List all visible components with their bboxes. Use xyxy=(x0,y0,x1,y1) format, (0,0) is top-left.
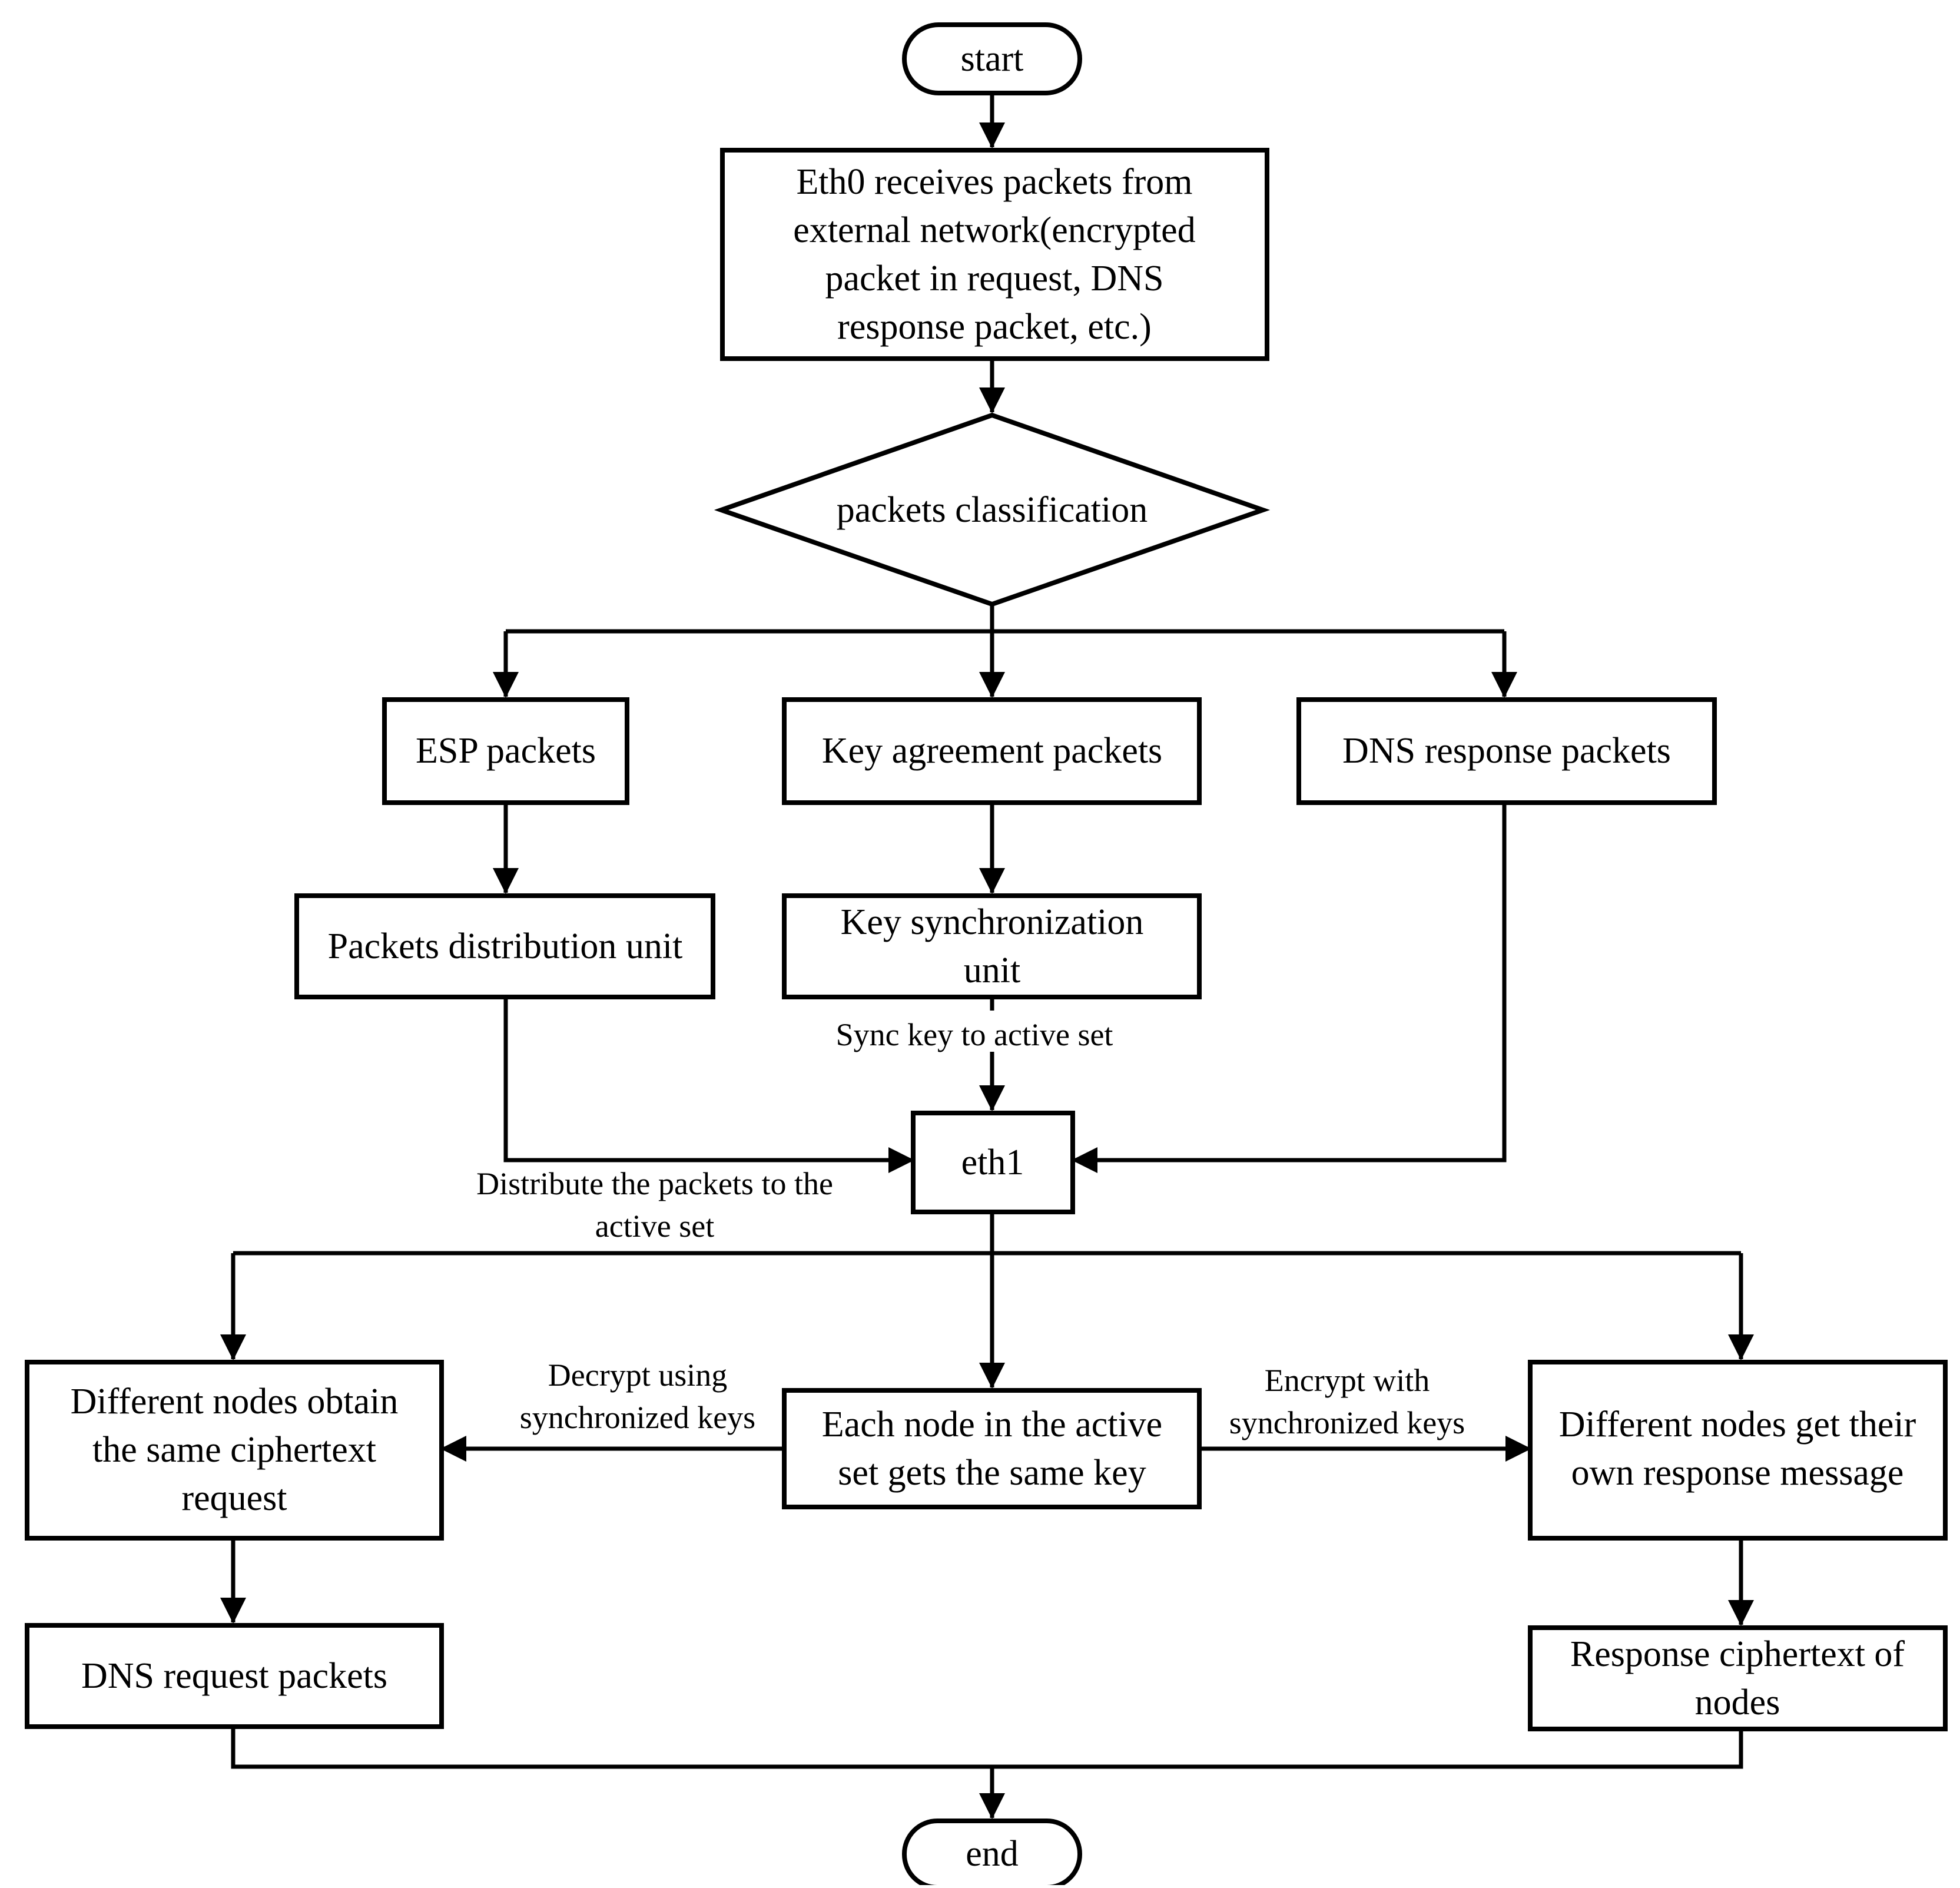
same-key-label-line: Each node in the active xyxy=(822,1405,1162,1445)
dns-response-label-line: DNS response packets xyxy=(1342,731,1671,771)
own-response-label-line: own response message xyxy=(1571,1453,1904,1493)
eth1-label-line: eth1 xyxy=(961,1142,1024,1183)
same-ciphertext-box xyxy=(25,1360,444,1541)
eth0-box xyxy=(720,148,1269,361)
key-sync-label: Key synchronization unit xyxy=(841,902,1144,991)
same-ciphertext-label: Different nodes obtain the same ciphertex… xyxy=(71,1382,399,1518)
end-label-line: end xyxy=(966,1834,1019,1874)
dns-request-box xyxy=(25,1623,444,1729)
end-label: end xyxy=(966,1834,1019,1874)
own-response-label: Different nodes get their own response me… xyxy=(1559,1405,1916,1493)
eth0-label-line: external network(encrypted xyxy=(793,210,1195,250)
same-ciphertext-label-line: the same ciphertext xyxy=(92,1430,376,1470)
distribution-box xyxy=(294,893,715,999)
label-masks xyxy=(807,1011,1136,1052)
start-terminal xyxy=(902,22,1082,95)
response-ciphertext-label: Response ciphertext of nodes xyxy=(1570,1634,1905,1723)
eth1-label: eth1 xyxy=(961,1142,1024,1183)
same-key-label-line: set gets the same key xyxy=(838,1453,1146,1493)
distribute-label-line: Distribute the packets to the xyxy=(476,1166,833,1201)
edge-texts: Sync key to active set Distribute the pa… xyxy=(476,1017,1465,1440)
own-response-label-line: Different nodes get their xyxy=(1559,1405,1916,1445)
key-agreement-label: Key agreement packets xyxy=(822,731,1162,771)
esp-label-line: ESP packets xyxy=(416,731,596,771)
key-agreement-label-line: Key agreement packets xyxy=(822,731,1162,771)
dns-response-label: DNS response packets xyxy=(1342,731,1671,771)
classify-decision xyxy=(714,412,1271,607)
edge-dns-response-eth1 xyxy=(1072,803,1507,1173)
encrypt-label: Encrypt with synchronized keys xyxy=(1229,1363,1465,1440)
encrypt-label-line: Encrypt with xyxy=(1265,1363,1430,1398)
distribution-label-line: Packets distribution unit xyxy=(328,926,683,966)
sync-key-label: Sync key to active set xyxy=(836,1017,1113,1052)
key-sync-label-line: unit xyxy=(964,950,1020,991)
key-agreement-box xyxy=(782,697,1202,805)
decrypt-label-line: Decrypt using xyxy=(548,1357,727,1393)
node-shapes xyxy=(25,22,1948,1888)
dns-response-box xyxy=(1296,697,1717,805)
same-ciphertext-label-line: Different nodes obtain xyxy=(71,1382,399,1422)
sync-label-mask xyxy=(807,1011,1136,1052)
decrypt-label: Decrypt using synchronized keys xyxy=(520,1357,755,1435)
decrypt-label-line: synchronized keys xyxy=(520,1400,755,1435)
edge-merge-bar xyxy=(231,1727,1743,1769)
eth0-label-line: packet in request, DNS xyxy=(825,259,1163,299)
encrypt-label-line: synchronized keys xyxy=(1229,1405,1465,1440)
classify-label: packets classification xyxy=(837,490,1148,530)
key-sync-label-line: Key synchronization xyxy=(841,902,1144,942)
same-ciphertext-label-line: request xyxy=(181,1478,287,1518)
response-ciphertext-box xyxy=(1528,1625,1948,1731)
same-key-box xyxy=(782,1388,1202,1509)
edge-distribution-eth1 xyxy=(503,997,914,1173)
response-ciphertext-label-line: nodes xyxy=(1695,1682,1780,1723)
sync-key-label-line: Sync key to active set xyxy=(836,1017,1113,1052)
response-ciphertext-label-line: Response ciphertext of xyxy=(1570,1634,1905,1674)
distribute-label: Distribute the packets to the active set xyxy=(476,1166,833,1244)
eth0-label-line: Eth0 receives packets from xyxy=(796,162,1192,202)
start-label: start xyxy=(961,39,1024,79)
distribution-label: Packets distribution unit xyxy=(328,926,683,966)
dns-request-label-line: DNS request packets xyxy=(81,1656,387,1696)
connectors xyxy=(220,93,1754,1819)
start-label-line: start xyxy=(961,39,1024,79)
esp-label: ESP packets xyxy=(416,731,596,771)
same-key-label: Each node in the active set gets the same… xyxy=(822,1405,1162,1493)
classify-label-line: packets classification xyxy=(837,490,1148,530)
dns-request-label: DNS request packets xyxy=(81,1656,387,1696)
distribute-label-line: active set xyxy=(595,1208,714,1244)
eth0-label-line: response packet, etc.) xyxy=(837,307,1152,347)
eth0-label: Eth0 receives packets from external netwo… xyxy=(793,162,1195,347)
node-texts: start Eth0 receives packets from external… xyxy=(71,39,1916,1874)
own-response-box xyxy=(1528,1360,1948,1541)
key-sync-box xyxy=(782,893,1202,999)
eth1-box xyxy=(911,1111,1075,1214)
esp-box xyxy=(382,697,629,805)
